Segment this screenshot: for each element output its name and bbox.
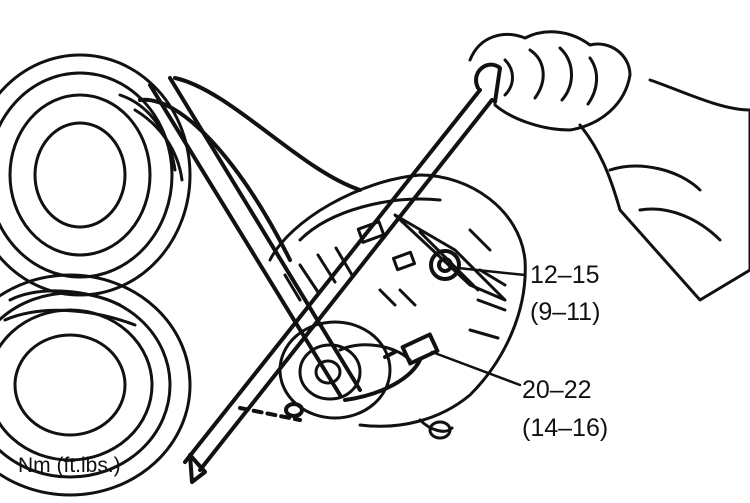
lower-torque-nm: 20–22 bbox=[522, 376, 592, 404]
callout-leader-lower bbox=[430, 350, 522, 387]
upper-torque-nm: 12–15 bbox=[530, 261, 600, 289]
hand-and-sleeve bbox=[468, 30, 750, 302]
drive-belt bbox=[138, 76, 422, 402]
pivot-bolt bbox=[383, 332, 440, 366]
wrench bbox=[183, 62, 502, 484]
adjusting-bolt bbox=[429, 249, 461, 281]
upper-torque-ftlbs: (9–11) bbox=[530, 298, 600, 326]
callout-leader-upper bbox=[456, 266, 527, 277]
alternator bbox=[268, 173, 527, 440]
water-pump-pulley bbox=[0, 53, 192, 297]
lower-torque-ftlbs: (14–16) bbox=[522, 414, 608, 442]
units-label: Nm (ft.lbs.) bbox=[18, 454, 121, 477]
